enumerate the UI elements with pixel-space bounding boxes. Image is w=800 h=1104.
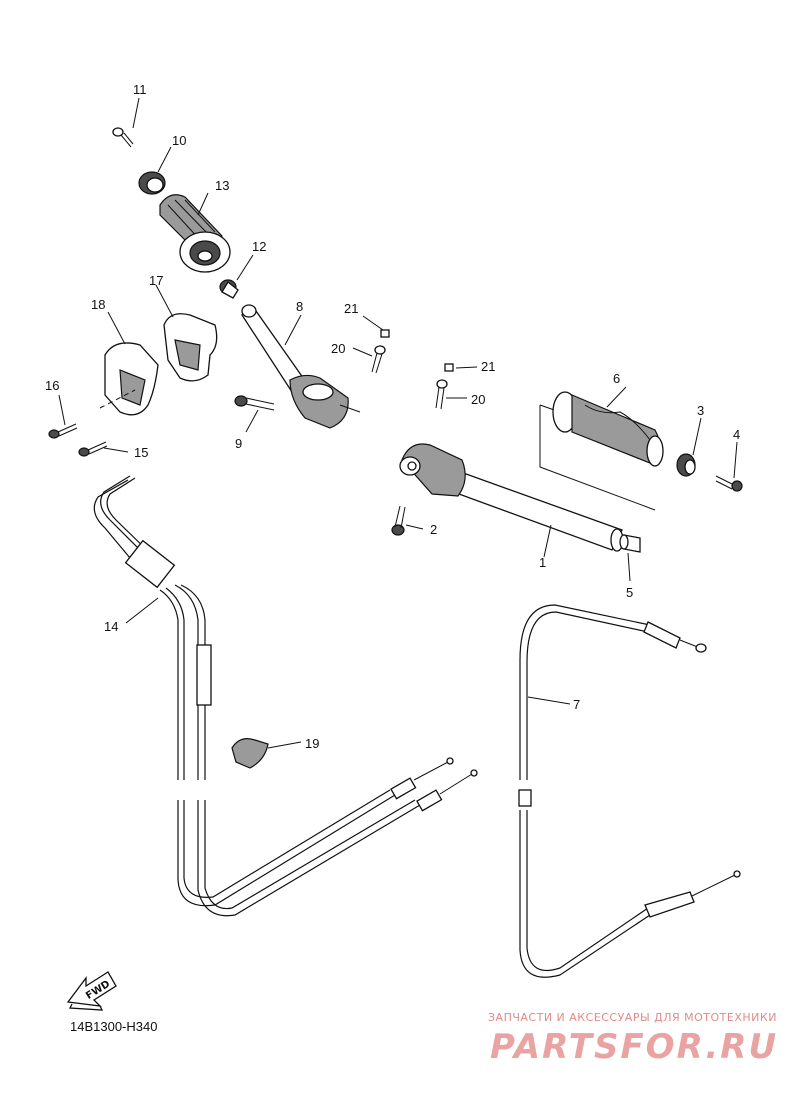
part-17-switch-housing <box>163 313 218 382</box>
label-6: 6 <box>613 371 620 386</box>
part-15-screw <box>78 441 108 457</box>
label-5: 5 <box>626 585 633 600</box>
part-16-screw <box>48 423 78 439</box>
part-6-grip <box>552 391 664 467</box>
part-14-throttle-cables <box>93 475 478 917</box>
label-2: 2 <box>430 522 437 537</box>
part-5-weight <box>619 534 641 553</box>
watermark-tagline: ЗАПЧАСТИ И АКСЕССУАРЫ ДЛЯ МОТОТЕХНИКИ <box>488 1011 777 1024</box>
label-8: 8 <box>296 299 303 314</box>
part-10-grip-end <box>138 171 166 195</box>
label-20-upper: 20 <box>331 341 345 356</box>
label-1: 1 <box>539 555 546 570</box>
label-18: 18 <box>91 297 105 312</box>
label-13: 13 <box>215 178 229 193</box>
part-21-nut-upper <box>380 329 390 338</box>
part-4-screw <box>715 475 743 492</box>
part-19-clamp <box>231 738 269 769</box>
label-19: 19 <box>305 736 319 751</box>
part-20-screw-upper <box>371 345 386 374</box>
part-20-screw-right <box>435 379 448 410</box>
watermark-brand: PARTSFOR.RU <box>490 1027 778 1067</box>
label-11: 11 <box>133 82 147 97</box>
label-16: 16 <box>45 378 59 393</box>
part-21-nut-right <box>444 363 454 372</box>
part-13-grip <box>159 194 231 273</box>
part-1-handlebar <box>399 443 624 552</box>
label-17: 17 <box>149 273 163 288</box>
label-4: 4 <box>733 427 740 442</box>
label-10: 10 <box>172 133 186 148</box>
label-21-upper: 21 <box>344 301 358 316</box>
leader-lines <box>58 97 738 749</box>
diagram-code: 14B1300-H340 <box>70 1019 157 1034</box>
label-7: 7 <box>573 697 580 712</box>
label-15: 15 <box>134 445 148 460</box>
part-2-bolt <box>391 505 406 536</box>
label-9: 9 <box>235 436 242 451</box>
part-11-screw <box>112 127 134 148</box>
label-14: 14 <box>104 619 118 634</box>
label-21-right: 21 <box>481 359 495 374</box>
part-12-cap <box>219 279 239 299</box>
part-8-throttle-tube <box>241 304 361 429</box>
label-3: 3 <box>697 403 704 418</box>
part-9-bolt <box>234 395 275 411</box>
label-12: 12 <box>252 239 266 254</box>
label-20-right: 20 <box>471 392 485 407</box>
part-3-end-cap <box>676 453 696 477</box>
fwd-arrow-icon: FWD <box>66 971 117 1011</box>
part-7-cable <box>518 604 741 978</box>
part-18-switch-housing <box>99 342 159 416</box>
